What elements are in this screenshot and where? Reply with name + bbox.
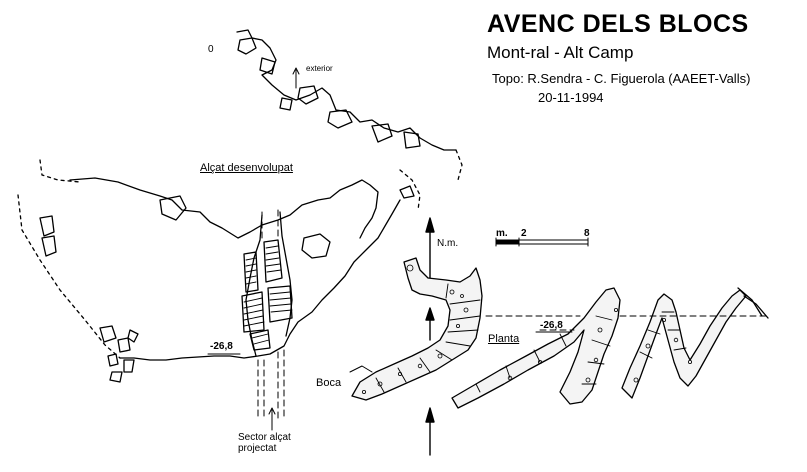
elevation-block xyxy=(403,131,421,149)
map-location: Mont-ral - Alt Camp xyxy=(487,43,634,62)
elevation-zero-label: 0 xyxy=(208,44,214,55)
elevation-dashed-surface xyxy=(455,149,463,181)
scale-bar xyxy=(495,237,589,247)
plan-narrow-passage xyxy=(743,295,769,319)
elevation-block xyxy=(399,185,415,199)
exterior-arrow-icon xyxy=(292,67,300,89)
exterior-label: exterior xyxy=(306,64,333,73)
elevation-block xyxy=(39,215,55,237)
elevation-hatch-lines xyxy=(243,245,293,345)
elevation-section xyxy=(17,29,463,431)
elevation-floor-block xyxy=(99,325,117,343)
plan-segment-lines xyxy=(639,311,687,359)
sector-label-line1: Sector alçat xyxy=(238,432,291,443)
elevation-upper-wall xyxy=(236,29,457,151)
plan-passage-upper xyxy=(351,257,483,401)
elevation-dashed-surface xyxy=(39,159,81,183)
plan-orientation-arrow-icon xyxy=(425,307,435,341)
elevation-dashed-surface xyxy=(399,169,421,211)
plan-section-label: Planta xyxy=(488,333,520,345)
elevation-hatched-block xyxy=(241,291,265,333)
scale-unit-label: m. xyxy=(496,228,508,239)
elevation-floor-block xyxy=(109,371,123,383)
sector-label-line2: projectat xyxy=(238,443,277,454)
plan-boulders xyxy=(361,264,469,394)
scale-end-label: 8 xyxy=(584,228,590,239)
plan-segment-lines xyxy=(475,315,613,393)
elevation-block xyxy=(41,235,57,257)
plan-narrow-passage xyxy=(737,287,763,317)
elevation-hatched-block xyxy=(243,251,259,293)
map-date: 20-11-1994 xyxy=(538,90,604,105)
elevation-block xyxy=(297,85,319,105)
elevation-block xyxy=(279,97,293,111)
elevation-hatched-block xyxy=(249,329,271,351)
entrance-arrow-icon xyxy=(425,407,435,456)
map-authors: Topo: R.Sendra - C. Figuerola (AAEET-Val… xyxy=(492,71,751,86)
map-title: AVENC DELS BLOCS xyxy=(487,10,749,38)
elevation-floor-block xyxy=(117,337,131,353)
elevation-floor-block xyxy=(127,329,139,343)
elevation-block xyxy=(327,109,353,129)
scale-mid-label: 2 xyxy=(521,228,527,239)
entrance-label: Boca xyxy=(316,377,342,389)
elevation-projection-lines xyxy=(257,209,285,421)
elevation-hatched-block xyxy=(263,239,283,283)
plan-entrance-marker xyxy=(349,365,373,373)
plan-depth-label: -26,8 xyxy=(540,320,563,331)
plan-section xyxy=(349,217,771,456)
elevation-block xyxy=(259,57,276,75)
plan-dashed-lines xyxy=(485,315,771,331)
plan-boulders xyxy=(507,307,693,383)
elevation-depth-label: -26,8 xyxy=(210,341,233,352)
plan-segment-lines xyxy=(375,283,481,393)
sector-arrow-icon xyxy=(268,407,276,431)
elevation-shaft-left xyxy=(245,214,263,357)
plan-passage-far-right xyxy=(621,289,747,399)
elevation-section-label: Alçat desenvolupat xyxy=(200,162,293,174)
elevation-floor-block xyxy=(107,353,119,367)
elevation-lower-wall xyxy=(119,199,401,361)
elevation-dashed-surface xyxy=(17,194,121,359)
elevation-block xyxy=(237,37,257,55)
elevation-block xyxy=(159,195,187,221)
elevation-middle-wall xyxy=(69,177,379,239)
elevation-block xyxy=(371,123,393,143)
elevation-floor-block xyxy=(123,359,135,373)
elevation-hatched-block xyxy=(267,285,293,323)
elevation-block xyxy=(301,233,331,259)
north-label: N.m. xyxy=(437,238,459,249)
